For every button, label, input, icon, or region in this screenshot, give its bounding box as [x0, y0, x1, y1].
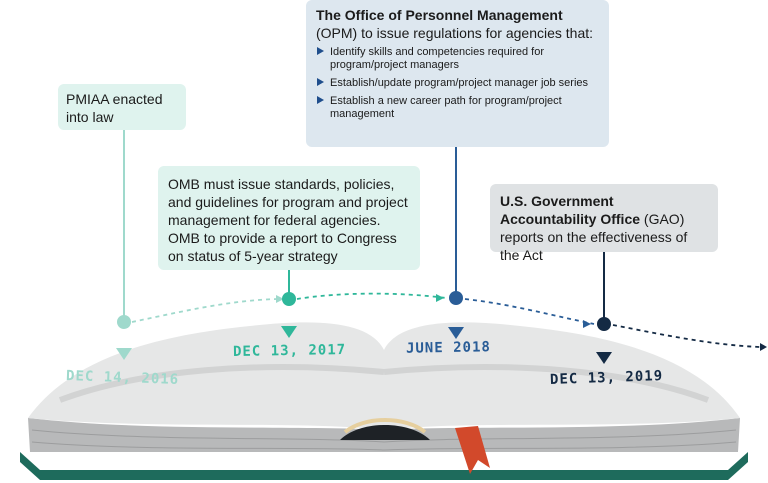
milestone-intro: (OPM) to issue regulations for agencies … [316, 25, 594, 41]
milestone-title: The Office of Personnel Management [316, 7, 563, 23]
book-right-page [384, 322, 740, 430]
arrow-head-icon [583, 320, 591, 328]
milestone-box-2018: The Office of Personnel Management (OPM)… [306, 0, 609, 147]
book-left-page [28, 322, 384, 430]
list-item: Identify skills and competencies require… [316, 46, 599, 72]
list-item: Establish a new career path for program/… [316, 95, 599, 121]
milestone-text: OMB must issue standards, policies, and … [168, 176, 408, 264]
date-label-2017: DEC 13, 2017 [232, 342, 347, 360]
milestone-bullet-list: Identify skills and competencies require… [316, 46, 599, 121]
milestone-box-2019: U.S. Government Accountability Office (G… [490, 184, 718, 263]
book-cover [20, 452, 748, 480]
timeline-node-2018 [449, 291, 463, 305]
bookmark-ribbon [455, 426, 490, 474]
timeline-node-2016 [117, 315, 131, 329]
triangle-down-marker-icon [448, 327, 464, 339]
timeline-node-2019 [597, 317, 611, 331]
arrow-head-icon [760, 343, 767, 351]
milestone-box-2016: PMIAA enacted into law [58, 84, 186, 130]
triangle-down-marker-icon [281, 326, 297, 338]
arrow-head-icon [436, 294, 444, 302]
milestone-text: PMIAA enacted into law [66, 91, 163, 125]
milestone-title: U.S. Government Accountability Office [500, 193, 641, 227]
milestone-box-2017: OMB must issue standards, policies, and … [158, 166, 420, 270]
timeline-node-2017 [282, 292, 296, 306]
arrow-head-icon [276, 295, 284, 303]
milestone-text: (GAO) reports on the effectiveness of th… [500, 211, 688, 263]
triangle-down-marker-icon [596, 352, 612, 364]
book-spine [340, 425, 430, 440]
list-item: Establish/update program/project manager… [316, 77, 599, 90]
book-page-stack-left [28, 418, 384, 452]
date-label-2018: JUNE 2018 [405, 339, 491, 357]
triangle-down-marker-icon [116, 348, 132, 360]
